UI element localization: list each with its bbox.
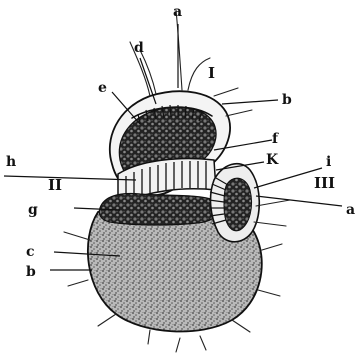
- dark-mass-g: [99, 194, 219, 225]
- label-c: c: [26, 244, 35, 260]
- leader-i: [254, 168, 322, 188]
- label-III: III: [314, 174, 335, 192]
- spine: [258, 290, 280, 296]
- cell-III: [209, 164, 290, 242]
- spine: [176, 10, 182, 90]
- label-f: f: [272, 131, 279, 147]
- spine: [188, 58, 210, 90]
- spine: [98, 314, 116, 326]
- label-e: e: [98, 80, 107, 96]
- spine: [176, 338, 180, 352]
- spine: [256, 200, 290, 206]
- spine: [262, 244, 282, 250]
- label-K: K: [266, 152, 279, 168]
- leader-b-top: [222, 100, 278, 104]
- spine: [200, 336, 206, 350]
- spine: [68, 280, 88, 286]
- label-i: i: [326, 154, 331, 170]
- spine: [148, 330, 150, 344]
- label-b-bottom: b: [26, 264, 36, 280]
- label-d: d: [134, 40, 144, 56]
- spine: [254, 222, 286, 226]
- spine: [64, 232, 90, 240]
- label-b-top: b: [282, 92, 292, 108]
- label-a-right: a: [346, 202, 355, 218]
- label-I: I: [208, 64, 215, 82]
- label-II: II: [48, 176, 62, 194]
- label-h: h: [6, 154, 16, 170]
- label-g: g: [28, 202, 38, 218]
- spine: [214, 88, 238, 96]
- spine: [232, 320, 250, 332]
- spine: [226, 110, 252, 116]
- label-a-top: a: [173, 4, 182, 20]
- leader-a-right: [256, 196, 342, 206]
